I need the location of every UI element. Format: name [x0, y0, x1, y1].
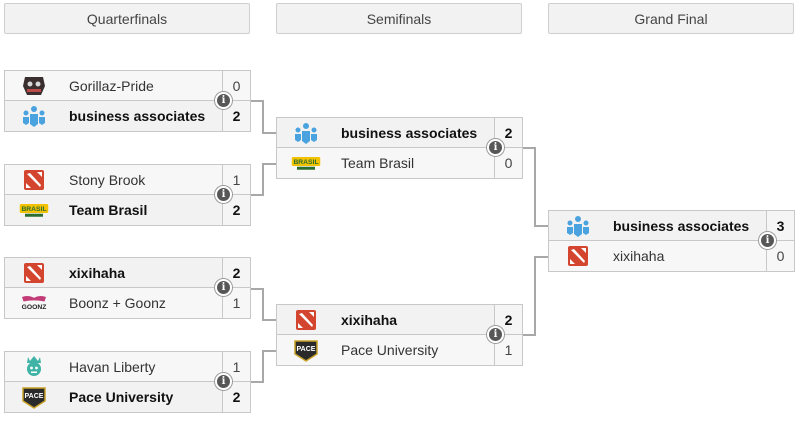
team-slot[interactable]: GOONZ Boonz + Goonz 1	[4, 288, 251, 319]
team-name: Havan Liberty	[69, 358, 156, 375]
havan-liberty-logo	[19, 355, 49, 379]
business-associates-logo	[291, 121, 321, 145]
pace-logo-text: PACE	[25, 393, 44, 400]
pace-university-logo: PACE	[291, 338, 321, 362]
round-label: Grand Final	[634, 10, 708, 27]
match-info-icon[interactable]: i	[215, 186, 232, 203]
match-semifinal-1: business associates 2 BRASIL Team Brasil…	[276, 117, 523, 179]
team-name: Pace University	[341, 342, 439, 358]
dota-logo	[563, 244, 593, 268]
boonz-goonz-logo: GOONZ	[19, 291, 49, 315]
connector-qf4-sf2	[250, 350, 276, 383]
business-associates-logo	[19, 104, 49, 128]
connector-sf1-gf	[522, 147, 548, 227]
team-slot-winner[interactable]: business associates 2	[4, 101, 251, 132]
team-slot-winner[interactable]: PACE Pace University 2	[4, 382, 251, 413]
team-brasil-logo-text: BRASIL	[293, 159, 318, 166]
team-name: business associates	[613, 217, 750, 234]
team-slot[interactable]: PACE Pace University 1	[276, 335, 523, 366]
team-brasil-logo: BRASIL	[291, 151, 321, 175]
connector-qf1-sf1	[250, 100, 276, 134]
match-info-icon[interactable]: i	[215, 373, 232, 390]
team-slot-winner[interactable]: BRASIL Team Brasil 2	[4, 195, 251, 226]
team-slot-winner[interactable]: business associates 2	[276, 117, 523, 148]
team-slot[interactable]: BRASIL Team Brasil 0	[276, 148, 523, 179]
pace-university-logo: PACE	[19, 385, 49, 409]
team-slot-winner[interactable]: xixihaha 2	[4, 257, 251, 288]
match-quarterfinal-2: Stony Brook 1 BRASIL Team Brasil 2 i	[4, 164, 251, 226]
match-info-icon[interactable]: i	[487, 139, 504, 156]
team-brasil-logo: BRASIL	[19, 198, 49, 222]
match-quarterfinal-4: Havan Liberty 1 PACE Pace University 2 i	[4, 351, 251, 413]
team-score: 2	[222, 101, 250, 131]
match-info-icon[interactable]: i	[759, 232, 776, 249]
team-name: business associates	[341, 124, 478, 141]
team-name: Stony Brook	[69, 171, 146, 188]
team-name: Team Brasil	[69, 202, 148, 218]
dota-logo	[291, 308, 321, 332]
boonz-goonz-logo-text: GOONZ	[22, 304, 47, 311]
match-info-icon[interactable]: i	[215, 92, 232, 109]
match-info-icon[interactable]: i	[215, 279, 232, 296]
team-slot[interactable]: Stony Brook 1	[4, 164, 251, 195]
team-slot-winner[interactable]: xixihaha 2	[276, 304, 523, 335]
team-slot[interactable]: xixihaha 0	[548, 241, 795, 272]
team-name: xixihaha	[613, 248, 665, 264]
team-brasil-logo-text: BRASIL	[21, 206, 46, 213]
gorillaz-pride-logo	[19, 74, 49, 98]
team-name: Gorillaz-Pride	[69, 77, 154, 94]
match-quarterfinal-3: xixihaha 2 GOONZ Boonz + Goonz 1 i	[4, 257, 251, 319]
team-name: Boonz + Goonz	[69, 295, 166, 311]
connector-qf2-sf1	[250, 163, 276, 196]
team-slot[interactable]: Gorillaz-Pride 0	[4, 70, 251, 101]
dota-logo	[19, 168, 49, 192]
match-quarterfinal-1: Gorillaz-Pride 0 business associates 2 i	[4, 70, 251, 132]
team-name: xixihaha	[341, 311, 398, 328]
team-name: business associates	[69, 108, 206, 124]
match-semifinal-2: xixihaha 2 PACE Pace University 1 i	[276, 304, 523, 366]
connector-sf2-gf	[522, 256, 548, 336]
business-associates-logo	[563, 214, 593, 238]
round-label: Quarterfinals	[86, 10, 168, 27]
match-info-icon[interactable]: i	[487, 326, 504, 343]
dota-logo	[19, 261, 49, 285]
team-name: Pace University	[69, 389, 174, 405]
team-name: Team Brasil	[341, 155, 415, 171]
round-header-semifinals: Semifinals	[276, 3, 522, 34]
match-grand-final: business associates 3 xixihaha 0 i	[548, 210, 795, 272]
team-slot[interactable]: Havan Liberty 1	[4, 351, 251, 382]
pace-logo-text: PACE	[297, 346, 316, 353]
round-label: Semifinals	[366, 10, 432, 27]
connector-qf3-sf2	[250, 288, 276, 321]
round-header-quarterfinals: Quarterfinals	[4, 3, 250, 34]
team-name: xixihaha	[69, 264, 126, 281]
team-slot-winner[interactable]: business associates 3	[548, 210, 795, 241]
round-header-grand-final: Grand Final	[548, 3, 794, 34]
